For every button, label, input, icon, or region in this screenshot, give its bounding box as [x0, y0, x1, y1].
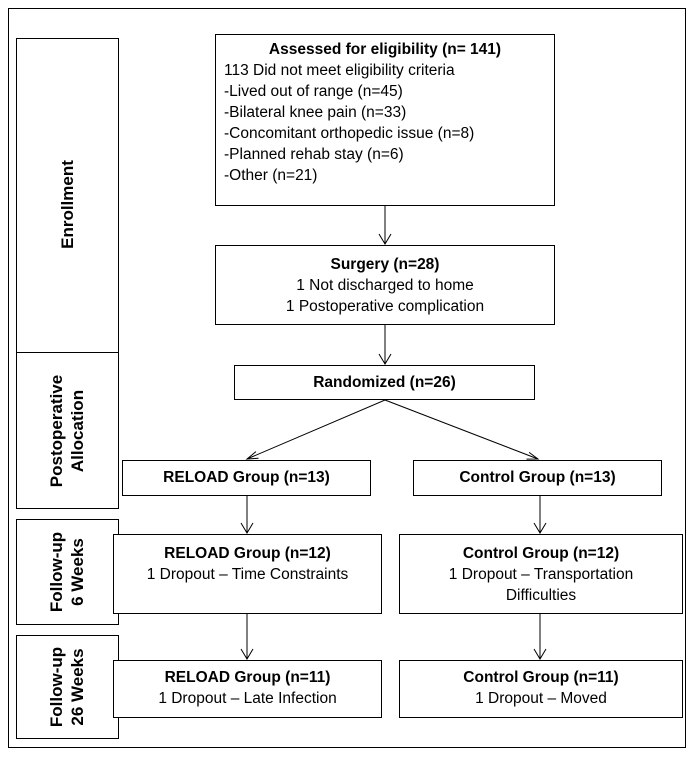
arrow-randomized-to-reload — [245, 399, 386, 460]
reload-26wk-box: RELOAD Group (n=11) 1 Dropout – Late Inf… — [113, 660, 382, 718]
surgery-box: Surgery (n=28) 1 Not discharged to home … — [215, 245, 555, 325]
arrow-control-to-6wk — [533, 496, 547, 534]
reload-allocation-title: RELOAD Group (n=13) — [163, 469, 330, 486]
reload-26wk-title: RELOAD Group (n=11) — [164, 669, 331, 686]
reload-allocation-box: RELOAD Group (n=13) — [122, 460, 371, 496]
arrow-randomized-to-control — [384, 399, 540, 460]
eligibility-title: Assessed for eligibility (n= 141) — [268, 41, 502, 58]
control-allocation-title: Control Group (n=13) — [459, 469, 616, 486]
arrow-reload-6wk-to-26wk — [240, 614, 254, 660]
stage-followup-26: Follow-up 26 Weeks — [16, 635, 119, 739]
arrow-eligibility-to-surgery — [378, 206, 392, 245]
control-6wk-line: Difficulties — [505, 587, 577, 604]
eligibility-line: -Concomitant orthopedic issue (n=8) — [224, 125, 475, 142]
eligibility-box: Assessed for eligibility (n= 141) 113 Di… — [215, 34, 555, 206]
randomized-box: Randomized (n=26) — [234, 365, 535, 400]
surgery-line: 1 Not discharged to home — [296, 277, 474, 294]
eligibility-line: -Lived out of range (n=45) — [224, 83, 403, 100]
control-6wk-line: 1 Dropout – Transportation — [448, 566, 634, 583]
reload-26wk-line: 1 Dropout – Late Infection — [158, 690, 337, 707]
eligibility-line: -Planned rehab stay (n=6) — [224, 146, 404, 163]
stage-allocation: Postoperative Allocation — [16, 352, 119, 509]
reload-6wk-line: 1 Dropout – Time Constraints — [146, 566, 349, 583]
control-6wk-title: Control Group (n=12) — [462, 545, 620, 562]
diagram-frame — [8, 8, 686, 748]
control-26wk-title: Control Group (n=11) — [463, 669, 619, 686]
reload-6wk-title: RELOAD Group (n=12) — [164, 545, 331, 562]
arrow-control-6wk-to-26wk — [533, 614, 547, 660]
arrow-reload-to-6wk — [240, 496, 254, 534]
control-26wk-box: Control Group (n=11) 1 Dropout – Moved — [399, 660, 683, 718]
randomized-title: Randomized (n=26) — [313, 374, 456, 391]
eligibility-line: 113 Did not meet eligibility criteria — [224, 62, 455, 79]
surgery-line: 1 Postoperative complication — [285, 298, 485, 315]
surgery-title: Surgery (n=28) — [330, 256, 440, 273]
eligibility-line: -Bilateral knee pain (n=33) — [224, 104, 407, 121]
control-6wk-box: Control Group (n=12) 1 Dropout – Transpo… — [399, 534, 683, 614]
reload-6wk-box: RELOAD Group (n=12) 1 Dropout – Time Con… — [113, 534, 382, 614]
control-allocation-box: Control Group (n=13) — [413, 460, 662, 496]
eligibility-line: -Other (n=21) — [224, 167, 318, 184]
arrow-surgery-to-randomized — [378, 325, 392, 365]
control-26wk-line: 1 Dropout – Moved — [475, 690, 607, 707]
